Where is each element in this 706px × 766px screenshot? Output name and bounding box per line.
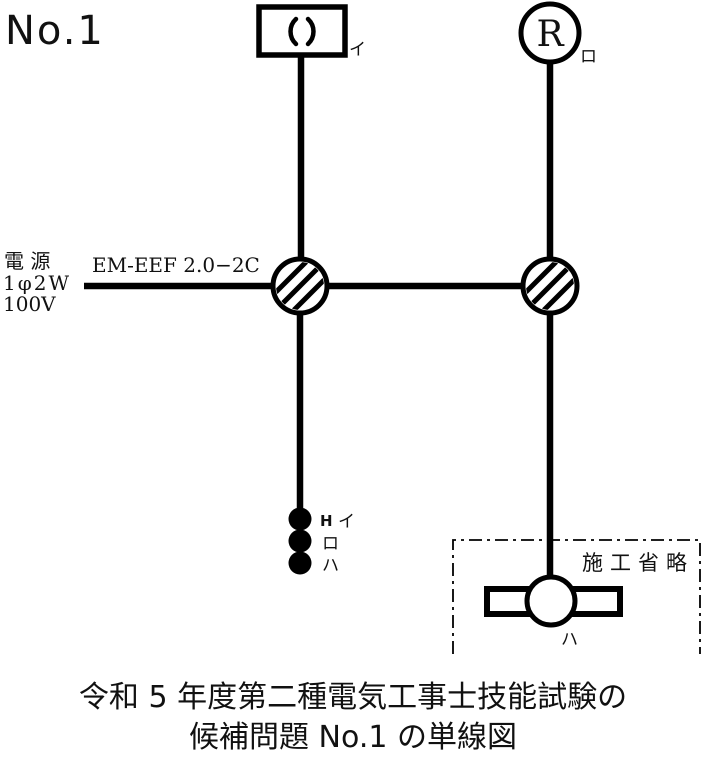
switch-dot-3-icon (288, 551, 312, 575)
power-source-name: 電 源 (4, 249, 50, 273)
ceiling-rosette-label: イ (349, 40, 366, 60)
ceiling-rosette-paren-right (305, 16, 316, 47)
lamp-receptacle-letter: R (536, 14, 564, 55)
switch-label-3: ハ (322, 556, 339, 576)
omitted-section-label: 施工省略 (582, 551, 694, 575)
switch-dot-1-icon (288, 507, 312, 531)
omitted-section-border (452, 539, 701, 654)
lamp-receptacle-label: ロ (580, 47, 597, 67)
caption-line-2: 候補問題 No.1 の単線図 (189, 720, 517, 755)
wires (84, 54, 554, 583)
power-source-phase: 1φ2W (3, 271, 71, 295)
fluorescent-light-circle-icon (524, 574, 578, 628)
lamp-receptacle-icon (518, 1, 582, 65)
ceiling-rosette-icon (256, 4, 348, 58)
fluorescent-light-label: ハ (561, 630, 578, 650)
power-source-voltage: 100V (3, 292, 56, 316)
cable-type-label: EM-EEF 2.0−2C (92, 253, 260, 277)
switch-indicator-mark: H (320, 512, 333, 530)
switch-label-1: イ (338, 512, 355, 532)
switch-label-2: ロ (322, 534, 339, 554)
page-number: No.1 (5, 8, 105, 54)
ceiling-rosette-paren-left (288, 16, 299, 47)
caption-line-1: 令和 5 年度第二種電気工事士技能試験の (79, 680, 627, 715)
switch-dot-2-icon (288, 529, 312, 553)
